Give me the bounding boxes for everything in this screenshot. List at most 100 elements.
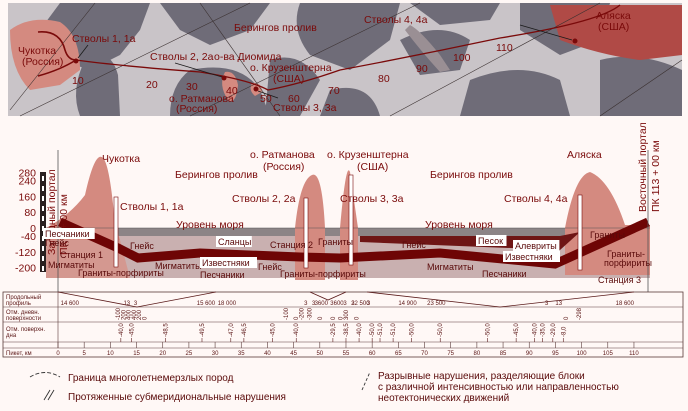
shaft-3 xyxy=(348,174,354,266)
west-portal-picket: ПК 0 + 00 км xyxy=(58,194,70,255)
picket-km: 60 xyxy=(369,351,376,357)
seabed-elevation: -45,0 xyxy=(514,323,520,337)
profile-value: 13 xyxy=(555,301,562,307)
picket-km: 40 xyxy=(264,351,271,357)
profile-label-gneiss4: Гнейс xyxy=(402,240,426,250)
east-portal-label: Восточный портал xyxy=(637,122,649,212)
surface-elevation: -200 xyxy=(299,307,305,320)
seabed-elevation: -45,0 xyxy=(271,323,277,337)
profile-label-granites2: Граниты xyxy=(590,230,625,240)
seabed-elevation: -50,0 xyxy=(485,323,491,337)
profile-value: 3 xyxy=(367,301,371,307)
profile-label-granporf2: Граниты-порфириты xyxy=(280,269,366,279)
legend: Граница многолетнемерзлых пород Протяжен… xyxy=(29,370,619,404)
legend-faults-2: с различной интенсивностью или направлен… xyxy=(378,382,619,393)
seabed-elevation: -40,0 xyxy=(357,323,363,337)
map-label-ratmanov: о. Ратманова xyxy=(169,93,234,105)
surface-elevation: 0 xyxy=(318,316,324,320)
picket-km: 105 xyxy=(603,351,614,357)
legend-submeridional: Протяженные субмеридиональные нарушения xyxy=(68,391,286,403)
picket-km: 90 xyxy=(526,351,533,357)
row-label-picket: Пикет, км xyxy=(6,351,32,357)
row-label-surface-2: поверхности xyxy=(6,316,41,322)
elevation-tick: 0 xyxy=(30,223,36,235)
map-label-usa: (США) xyxy=(273,73,304,85)
picket-km: 80 xyxy=(474,351,481,357)
profile-label-shafts1: Стволы 1, 1а xyxy=(120,201,184,213)
surface-elevation: 400 xyxy=(127,309,133,320)
picket-km: 15 xyxy=(133,351,140,357)
elevation-tick: 240 xyxy=(18,175,36,187)
map-km-mark: 100 xyxy=(453,52,471,64)
profile-value: 3600 xyxy=(315,301,329,307)
elevation-tick: 80 xyxy=(24,207,36,219)
map-km-mark: 70 xyxy=(328,85,340,97)
profile-label-limestone2: Известняки xyxy=(505,252,553,262)
picket-km: 110 xyxy=(629,351,639,357)
profile-label-gneiss2: Гнейс xyxy=(130,241,154,251)
elevation-tick: -120 xyxy=(15,247,36,259)
picket-km: 35 xyxy=(238,351,245,357)
profile-label-aleur: Алевриты xyxy=(515,241,557,251)
map-km-mark: 50 xyxy=(260,93,272,105)
map-label-kruzenshtern: о. Крузенштерна xyxy=(250,62,332,74)
map: Чукотка (Россия) Стволы 1, 1а Берингов п… xyxy=(8,2,683,117)
profile-value: 3600 xyxy=(330,301,344,307)
map-km-mark: 60 xyxy=(288,93,300,105)
picket-km: 100 xyxy=(577,351,588,357)
map-km-mark: 90 xyxy=(416,63,428,75)
picket-km: 5 xyxy=(83,351,87,357)
seabed-elevation: -49,5 xyxy=(200,323,206,337)
row-label-profile-2: профиль xyxy=(6,301,31,307)
profile-value: 3 xyxy=(312,301,316,307)
seabed-elevation: -50,0 xyxy=(370,323,376,337)
picket-km: 50 xyxy=(316,351,323,357)
profile-label-station1: Станция 1 xyxy=(60,250,103,260)
map-label-shafts-3: Стволы 3, 3а xyxy=(273,102,337,114)
profile-table: Продольный профиль Отм. дневн. поверхнос… xyxy=(2,291,684,358)
profile-label-bering1: Берингов пролив xyxy=(175,169,258,181)
profile-label-sea2: Уровень моря xyxy=(425,219,493,231)
surface-elevation: -100 xyxy=(116,307,122,320)
profile-value: 3 xyxy=(134,301,138,307)
elevation-tick: 280 xyxy=(18,168,36,180)
profile-label-ratm: о. Ратманова xyxy=(250,149,315,161)
picket-km: 0 xyxy=(56,351,60,357)
seabed-elevation: -51,0 xyxy=(378,323,384,337)
row-label-bottom: Отм. поверхн. xyxy=(6,327,46,333)
row-label-surface: Отм. дневн. xyxy=(6,310,40,316)
profile-value: 23 500 xyxy=(427,301,446,307)
profile-value: 18 600 xyxy=(616,301,635,307)
picket-km: 95 xyxy=(552,351,559,357)
profile-label-slates: Сланцы xyxy=(218,237,251,247)
map-km-mark: 30 xyxy=(186,81,198,93)
map-label-usa-2: (США) xyxy=(598,21,629,33)
surface-elevation: 0 xyxy=(142,316,148,320)
surface-elevation: 0 xyxy=(354,316,360,320)
shaft-2 xyxy=(303,197,309,269)
submeridional-icon xyxy=(43,389,55,401)
surface-elevation: 0 xyxy=(564,316,570,320)
profile-value: 13 xyxy=(123,301,130,307)
fault-line-icon xyxy=(361,371,371,391)
profile-label-shafts4: Стволы 4, 4а xyxy=(504,193,568,205)
profile-value: 3 xyxy=(343,301,347,307)
profile-label-limestone1: Известняки xyxy=(202,258,250,268)
profile-label-sandstone2: Песчаники xyxy=(200,270,245,280)
seabed-elevation: -51,0 xyxy=(391,323,397,337)
picket-km: 30 xyxy=(212,351,219,357)
picket-km: 20 xyxy=(159,351,166,357)
map-km-mark: 80 xyxy=(378,73,390,85)
profile-label-bering2: Берингов пролив xyxy=(430,169,513,181)
row-label-bottom-2: дна xyxy=(6,333,17,339)
profile-label-shafts2: Стволы 2, 2а xyxy=(232,193,296,205)
shaft-1 xyxy=(113,196,119,268)
map-label-russia: (Россия) xyxy=(22,56,63,68)
profile-value: 3 xyxy=(304,301,308,307)
profile-label-gneiss1: Гнейс xyxy=(45,238,69,248)
profile-label-granites1: Граниты xyxy=(318,237,353,247)
surface-elevation: 0 xyxy=(294,316,300,320)
seabed-elevation: -38,5 xyxy=(344,323,350,337)
